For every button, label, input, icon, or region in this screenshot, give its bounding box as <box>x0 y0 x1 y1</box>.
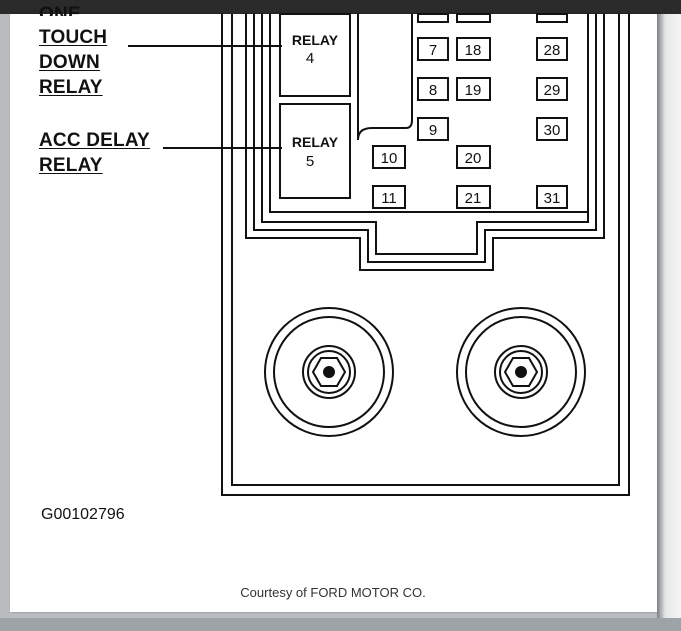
fuse-number: 18 <box>465 42 482 59</box>
fuse-slot-10 <box>372 145 406 169</box>
fuse-slot-20 <box>456 145 491 169</box>
scrollbar-track[interactable] <box>657 14 681 618</box>
fuse-number: 7 <box>429 42 437 59</box>
window-top-bar <box>0 0 681 14</box>
fuse-slots <box>372 37 568 209</box>
fuse-slot-7 <box>417 37 449 61</box>
document-page <box>10 14 657 612</box>
callout-one-touch-down-relay: TOUCH DOWN RELAY <box>39 25 107 100</box>
relay-4-title: RELAY <box>292 32 339 48</box>
fuse-slot-9 <box>417 117 449 141</box>
relay-5-title: RELAY <box>292 134 339 150</box>
callout-acc-delay-relay: ACC DELAY RELAY <box>39 128 150 178</box>
relay-5-number: 5 <box>306 153 314 170</box>
fuse-number: 8 <box>429 82 437 99</box>
fuse-number: 9 <box>429 122 437 139</box>
fuse-number: 28 <box>544 42 561 59</box>
fuse-number: 19 <box>465 82 482 99</box>
fuse-number: 20 <box>465 150 482 167</box>
fuse-slot-30 <box>536 117 568 141</box>
fuse-numbers: 7 18 28 8 19 29 9 30 10 20 11 21 31 <box>381 42 561 207</box>
mounting-stud-right <box>456 307 586 437</box>
fuse-slot-21 <box>456 185 491 209</box>
fuse-number: 10 <box>381 150 398 167</box>
mounting-stud-left <box>264 307 394 437</box>
callout-partial-top: ONE <box>39 4 81 16</box>
fuse-number: 11 <box>381 190 397 207</box>
credit-line: Courtesy of FORD MOTOR CO. <box>240 585 426 600</box>
fuse-slot-18 <box>456 37 491 61</box>
fuse-slot-8 <box>417 77 449 101</box>
fuse-number: 30 <box>544 122 561 139</box>
callout-line: RELAY <box>39 77 103 98</box>
figure-code: G00102796 <box>41 506 125 523</box>
callout-line: ACC DELAY <box>39 130 150 151</box>
fuse-slot-29 <box>536 77 568 101</box>
fuse-slot-11 <box>372 185 406 209</box>
callout-line: RELAY <box>39 155 103 176</box>
fuse-number: 31 <box>544 190 561 207</box>
fuse-slot-19 <box>456 77 491 101</box>
window-bottom-bar <box>0 618 681 631</box>
fuse-number: 21 <box>465 190 482 207</box>
relay-4-number: 4 <box>306 50 314 67</box>
fuse-slot-31 <box>536 185 568 209</box>
stud-center-dot <box>323 366 335 378</box>
relay-4: RELAY 4 <box>292 32 339 67</box>
stud-center-dot <box>515 366 527 378</box>
relay-5: RELAY 5 <box>292 134 339 170</box>
fuse-number: 29 <box>544 82 561 99</box>
callout-line: DOWN <box>39 52 100 73</box>
fuse-slot-28 <box>536 37 568 61</box>
callout-line: TOUCH <box>39 27 108 48</box>
